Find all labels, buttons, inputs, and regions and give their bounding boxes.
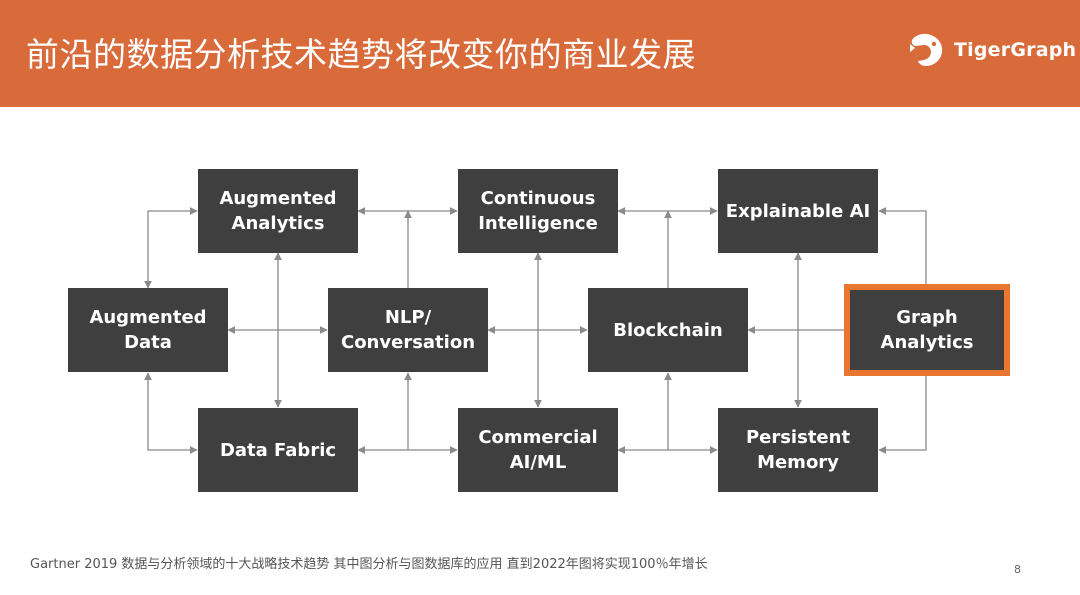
node-nlp-conversation: NLP/ Conversation [328,288,488,372]
connector-graph-persistent [878,376,927,454]
page-number: 8 [1014,563,1021,576]
node-augmented-data: Augmented Data [68,288,228,372]
node-explainable-ai: Explainable AI [718,169,878,253]
source-footnote: Gartner 2019 数据与分析领域的十大战略技术趋势 其中图分析与图数据库… [30,557,708,572]
node-label: Augmented Data [89,307,207,353]
node-data-fabric: Data Fabric [198,408,358,492]
connector-adata-datafabric [144,372,198,454]
connector-graph-explainable [878,207,927,285]
tigergraph-logo: TigerGraph [906,28,1076,72]
tiger-head-icon [910,33,943,66]
connector-adata-aanalytics [144,207,198,289]
logo-text: TigerGraph [954,39,1077,61]
node-augmented-analytics: Augmented Analytics [198,169,358,253]
page-title: 前沿的数据分析技术趋势将改变你的商业发展 [26,35,696,74]
node-label: NLP/ Conversation [340,307,476,353]
node-label: Persistent Memory [745,427,851,473]
node-persistent-memory: Persistent Memory [718,408,878,492]
node-continuous-intelligence: Continuous Intelligence [458,169,618,253]
header-bar: 前沿的数据分析技术趋势将改变你的商业发展 TigerGraph [0,0,1080,107]
node-label: Explainable AI [725,200,871,222]
node-label: Blockchain [613,319,723,341]
node-label: Data Fabric [219,439,337,461]
node-label: Continuous Intelligence [478,188,598,234]
node-label: Commercial AI/ML [478,427,598,473]
node-label: Augmented Analytics [219,188,337,234]
node-graph-analytics: Graph Analytics [844,284,1010,376]
node-commercial-ai-ml: Commercial AI/ML [458,408,618,492]
node-blockchain: Blockchain [588,288,748,372]
node-label: Graph Analytics [880,307,974,353]
